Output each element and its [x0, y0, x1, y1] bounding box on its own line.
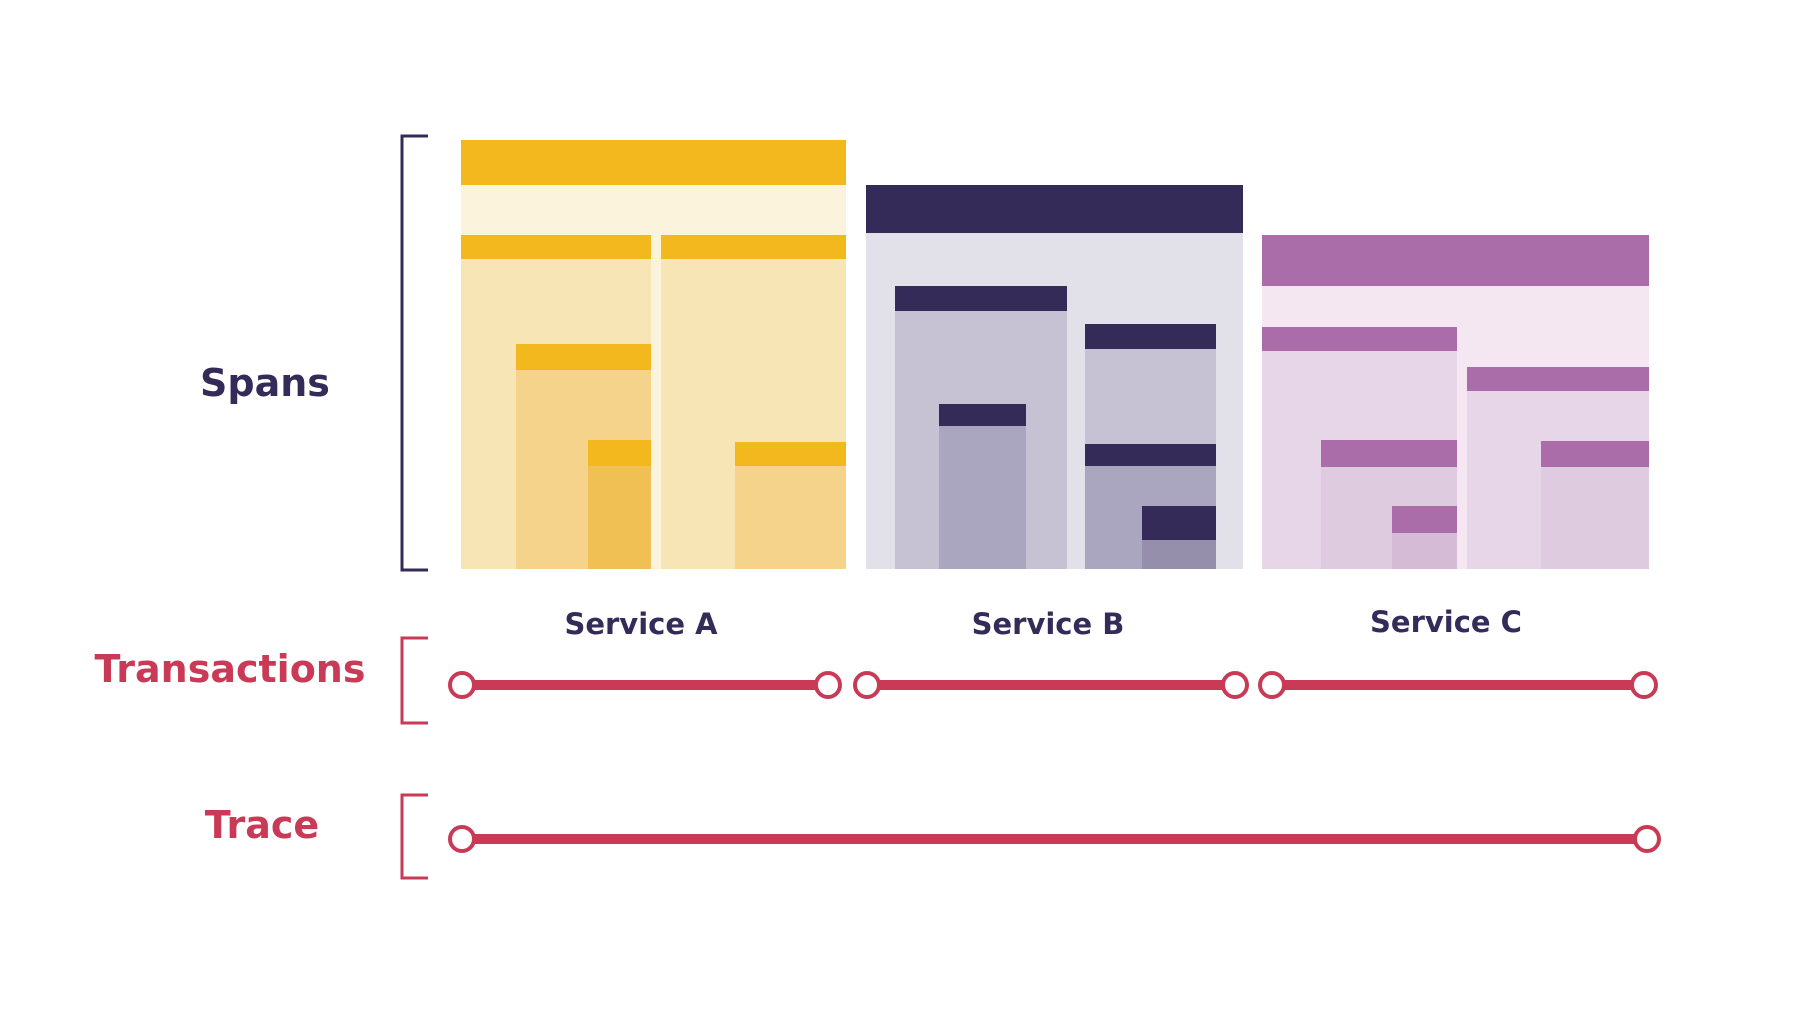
service-c-span-child-right [1467, 367, 1649, 391]
service-b-label: Service B [972, 607, 1125, 641]
transaction-b-end-node [1221, 671, 1249, 699]
service-b-span-child-left [895, 286, 1067, 311]
trace-start-node [448, 825, 476, 853]
service-a-span-grandchild [516, 344, 651, 370]
transaction-c-end-node [1630, 671, 1658, 699]
service-a-span-great-grandchild [588, 440, 651, 466]
transaction-a-start-node [448, 671, 476, 699]
service-b-span-child-right [1085, 324, 1216, 349]
transactions-bracket [400, 636, 428, 725]
service-c-span-grandchild-left [1321, 440, 1457, 467]
trace-end-node [1633, 825, 1661, 853]
service-c-span-great-grandchild [1392, 506, 1457, 533]
service-b-spans [866, 185, 1243, 569]
service-c-span-grandchild-right [1541, 441, 1649, 467]
service-c-span-child-left [1262, 327, 1457, 351]
service-c-span-root [1262, 235, 1649, 286]
service-a-span-right-grandchild [735, 442, 846, 466]
service-c-label: Service C [1370, 605, 1522, 639]
service-a-spans [461, 140, 846, 569]
transaction-a-end-node [814, 671, 842, 699]
trace-label: Trace [205, 803, 319, 847]
service-c-spans [1262, 235, 1649, 569]
service-b-span-great-grandchild [1142, 506, 1216, 540]
transaction-c-start-node [1258, 671, 1286, 699]
service-b-span-grandchild-left [939, 404, 1026, 426]
trace [448, 825, 1661, 853]
service-a-span-child-right [661, 235, 846, 259]
trace-bracket [400, 793, 428, 880]
transaction-b [853, 671, 1249, 699]
spans-bracket [400, 134, 428, 572]
service-b-span-grandchild-right [1085, 444, 1216, 466]
service-b-inner-left [939, 404, 1026, 569]
service-a-label: Service A [564, 607, 718, 641]
service-a-span-root [461, 140, 846, 185]
transaction-c [1258, 671, 1658, 699]
transaction-a [448, 671, 842, 699]
transactions-label: Transactions [95, 647, 366, 691]
transaction-b-start-node [853, 671, 881, 699]
spans-label: Spans [200, 361, 330, 405]
service-a-span-child-left [461, 235, 651, 259]
service-b-span-root [866, 185, 1243, 233]
